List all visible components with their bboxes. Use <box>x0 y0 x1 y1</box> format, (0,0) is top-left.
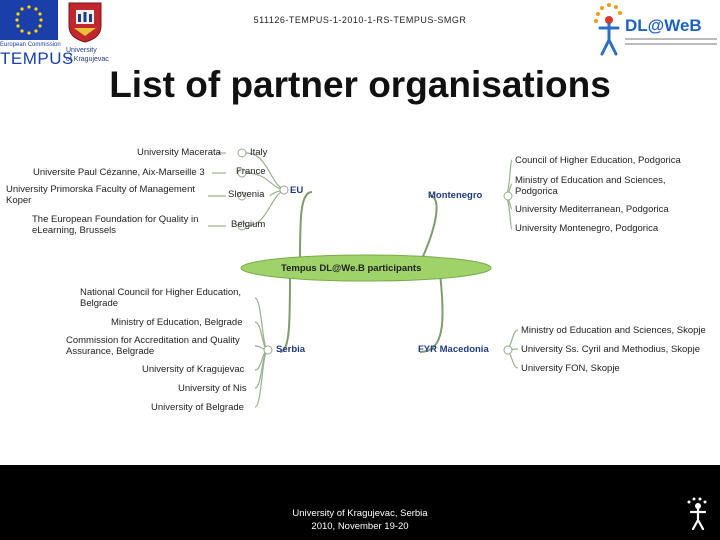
link-center-serbia <box>279 272 291 353</box>
org-montenegro-2: University Mediterranean, Podgorica <box>515 204 669 215</box>
org-serbia-1: Ministry of Education, Belgrade <box>111 317 243 328</box>
mindmap-connectors <box>208 148 519 408</box>
eu-caption: European Commission <box>0 42 61 48</box>
org-macedonia-2: University FON, Skopje <box>521 363 620 374</box>
footer-bar <box>0 465 720 540</box>
branch-macedonia: FYR Macedonia <box>418 344 489 355</box>
center-node-shape <box>240 254 492 282</box>
branch-montenegro: Montenegro <box>428 190 483 201</box>
project-code: 511126-TEMPUS-1-2010-1-RS-TEMPUS-SMGR <box>253 15 467 25</box>
org-serbia-3: University of Kragujevac <box>142 364 245 375</box>
org-montenegro-3: University Montenegro, Podgorica <box>515 223 659 234</box>
link-center-macedonia <box>419 272 444 353</box>
tempus-logo-text: TEMPUS <box>0 49 74 68</box>
country-belgium: Belgium <box>231 219 266 230</box>
footer-line2: 2010, November 19-20 <box>311 521 409 532</box>
org-italy-0: University Macerata <box>137 147 221 158</box>
org-france-0: Universite Paul Cézanne, Aix-Marseille 3 <box>33 167 205 178</box>
footer-text: University of Kragujevac, Serbia 2010, N… <box>0 507 720 533</box>
kragujevac-crest-logo <box>66 0 104 44</box>
org-belgium-0: The European Foundation for Quality in e… <box>32 214 199 236</box>
org-macedonia-0: Ministry od Education and Sciences, Skop… <box>521 325 706 336</box>
org-serbia-5: University of Belgrade <box>151 402 244 413</box>
dlweb-logo-text: DL@WeB <box>625 16 702 35</box>
dlweb-figure-icon <box>683 496 713 531</box>
link-center-eu <box>299 191 313 264</box>
org-montenegro-0: Council of Higher Education, Podgorica <box>515 155 681 166</box>
org-macedonia-1: University Ss. Cyril and Methodius, Skop… <box>521 344 700 355</box>
branch-eu: EU <box>290 185 304 196</box>
kragujevac-caption-line2: of Kragujevac <box>66 56 109 63</box>
org-serbia-0: National Council for Higher Education, B… <box>80 287 242 309</box>
country-italy: Italy <box>250 147 268 158</box>
center-node: Tempus DL@We.B participants <box>281 263 422 274</box>
country-slovenia: Slovenia <box>228 189 265 200</box>
org-slovenia-0: University Primorska Faculty of Manageme… <box>6 184 196 206</box>
kragujevac-caption-line1: University <box>66 47 97 54</box>
country-france: France <box>236 166 266 177</box>
org-serbia-4: University of Nis <box>178 383 247 394</box>
footer-line1: University of Kragujevac, Serbia <box>292 508 428 519</box>
eu-flag-logo <box>0 0 58 40</box>
kragujevac-caption: University of Kragujevac <box>66 46 126 64</box>
mindmap: Tempus DL@We.B participants EU Italy Fra… <box>0 130 720 430</box>
dlweb-logo <box>592 0 720 64</box>
org-serbia-2: Commission for Accreditation and Quality… <box>66 335 240 357</box>
branch-serbia: Serbia <box>276 344 306 355</box>
org-montenegro-1: Ministry of Education and Sciences, Podg… <box>515 175 666 197</box>
dlweb-logo-subtitle <box>625 37 720 48</box>
slide-title: List of partner organisations <box>109 64 611 105</box>
link-center-montenegro <box>419 195 438 264</box>
